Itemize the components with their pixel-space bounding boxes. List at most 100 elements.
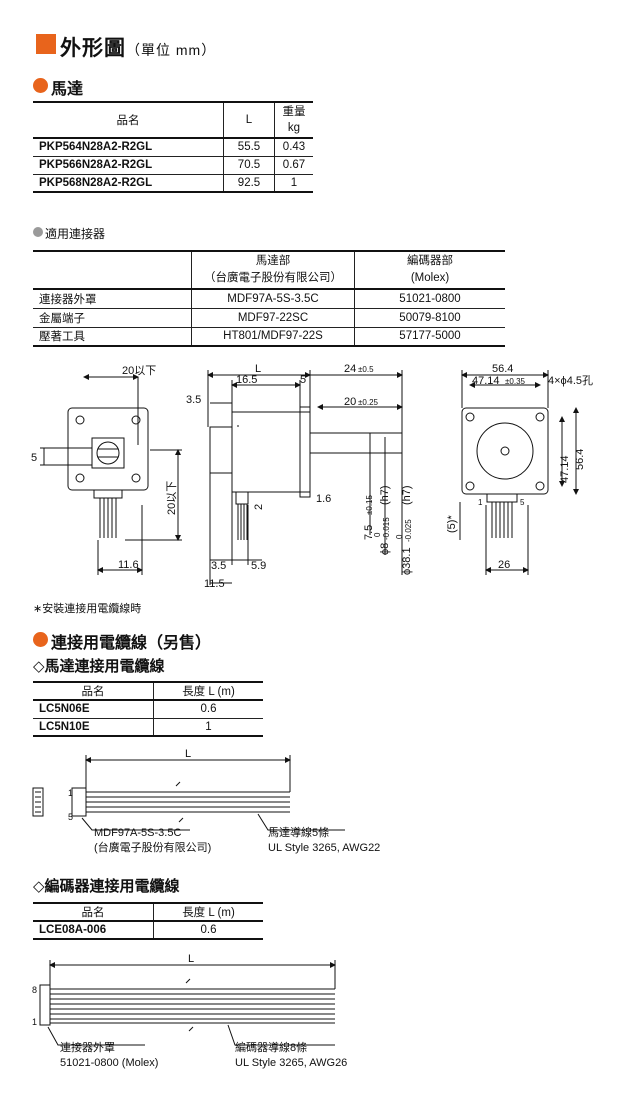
table-row: LCE08A-006 0.6: [33, 921, 263, 940]
side-dim-20-tol: ±0.25: [358, 398, 379, 407]
rear-dim-5: (5)*: [446, 515, 458, 533]
side-dim-16-5: 16.5: [236, 374, 257, 386]
side-dim-2: 2: [253, 504, 265, 510]
table-row: LC5N10E 1: [33, 718, 263, 737]
mc-connector-maker: (台廣電子股份有限公司): [94, 840, 211, 854]
front-view: [40, 374, 182, 575]
rear-dim-26: 26: [498, 559, 510, 571]
motor-cable-heading: ◇馬達連接用電纜線: [33, 658, 165, 675]
table-row: PKP566N28A2-R2GL 70.5 0.67: [33, 156, 313, 175]
side-dim-24-tol: ±0.5: [358, 365, 374, 374]
mc-wire-spec: UL Style 3265, AWG22: [268, 842, 380, 854]
page-title: 外形圖（單位 mm）: [60, 37, 217, 60]
side-dim-7-5: 7.5: [363, 525, 375, 540]
rear-pin-1: 1: [478, 498, 483, 507]
connector-heading: 適用連接器: [45, 227, 106, 241]
cell: 0.43: [274, 138, 313, 157]
cell: PKP564N28A2-R2GL: [33, 138, 224, 157]
cell: LCE08A-006: [33, 921, 154, 940]
front-dim-11-6: 11.6: [118, 559, 139, 571]
connector-bullet-icon: [33, 227, 43, 237]
cell: PKP566N28A2-R2GL: [33, 156, 224, 175]
connector-table: 馬達部（台廣電子股份有限公司） 編碼器部(Molex) 連接器外罩 MDF97A…: [33, 250, 505, 347]
footnote: ∗安裝連接用電纜線時: [33, 603, 142, 615]
side-dim-5-9: 5.9: [251, 560, 266, 572]
side-dim-8: ϕ8: [379, 543, 391, 555]
table-row: 金屬端子 MDF97-22SC 50079-8100: [33, 308, 505, 328]
cell: LC5N06E: [33, 700, 154, 719]
rear-dim-holes: 4×ϕ4.5孔: [548, 374, 593, 387]
encoder-cable-heading: ◇編碼器連接用電纜線: [33, 878, 180, 895]
cell: MDF97-22SC: [191, 308, 355, 328]
cell: HT801/MDF97-22S: [191, 327, 355, 347]
side-dim-8-fit: (h7): [379, 485, 391, 505]
mc-pin-1: 1: [68, 788, 73, 798]
side-dim-38-tol-lo: -0.025: [404, 519, 413, 542]
encoder-cable-table: 品名 長度 L (m) LCE08A-006 0.6: [33, 902, 263, 940]
side-dim-7-5-tol: ±0.15: [365, 494, 374, 515]
cell: 連接器外罩: [33, 289, 192, 309]
cable-heading: 連接用電纜線（另售）: [51, 635, 212, 652]
cell: LC5N10E: [33, 718, 154, 737]
cell: PKP568N28A2-R2GL: [33, 174, 224, 193]
cell: 壓著工具: [33, 327, 192, 347]
motor-col-L: L: [223, 101, 275, 139]
cell: 1: [153, 718, 263, 737]
ec-pin-8: 8: [32, 985, 37, 995]
side-dim-38: ϕ38.1: [401, 547, 413, 575]
dimension-drawing: 20以下 5 20以下 11.6 L 16.5 5 3.5 24 ±0.5 20…: [31, 363, 593, 590]
side-dim-5: 5: [300, 374, 306, 386]
table-row: 連接器外罩 MDF97A-5S-3.5C 51021-0800: [33, 289, 505, 309]
side-dim-1-6: 1.6: [316, 493, 331, 505]
cable-bullet-icon: [33, 632, 48, 647]
side-dim-24: 24: [344, 363, 356, 375]
conn-col-motor: 馬達部（台廣電子股份有限公司）: [191, 250, 355, 290]
cell: 70.5: [223, 156, 275, 175]
ec-wire-label: 編碼器導線8條: [235, 1040, 307, 1054]
side-dim-L: L: [255, 363, 261, 375]
rear-view: [459, 370, 579, 575]
encoder-cable-drawing: L 8 1 連接器外罩 51021-0800 (Molex) 編碼器導線8條 U…: [32, 953, 347, 1069]
front-dim-20v: 20以下: [166, 481, 178, 515]
rear-dim-47-14: 47.14: [472, 375, 500, 387]
ec-dim-L: L: [188, 953, 194, 965]
rear-dim-47-14v: 47.14: [559, 455, 571, 483]
mc-connector-label: MDF97A-5S-3.5C: [94, 827, 181, 839]
cell: 0.67: [274, 156, 313, 175]
cell: 92.5: [223, 174, 275, 193]
cell: 57177-5000: [354, 327, 505, 347]
ec-wire-spec: UL Style 3265, AWG26: [235, 1057, 347, 1069]
cell: 55.5: [223, 138, 275, 157]
motor-col-name: 品名: [33, 101, 224, 139]
mc-wire-label: 馬達導線5條: [268, 825, 329, 839]
motor-heading: 馬達: [51, 81, 84, 98]
ec-col-name: 品名: [33, 902, 154, 922]
side-dim-38-tol-hi: 0: [395, 534, 404, 539]
front-dim-20: 20以下: [122, 365, 156, 377]
ec-pin-1: 1: [32, 1017, 37, 1027]
mc-col-length: 長度 L (m): [153, 681, 263, 701]
conn-col-encoder: 編碼器部(Molex): [354, 250, 505, 290]
side-dim-11-5: 11.5: [204, 578, 225, 590]
ec-connector-label: 連接器外罩: [60, 1040, 115, 1054]
side-dim-20: 20: [344, 396, 356, 408]
side-dim-8-tol-lo: -0.015: [382, 517, 391, 540]
title-square-icon: [36, 34, 56, 54]
side-dim-38-fit: (h7): [401, 485, 413, 505]
table-row: PKP564N28A2-R2GL 55.5 0.43: [33, 138, 313, 157]
side-dim-8-tol-hi: 0: [373, 532, 382, 537]
cell: 51021-0800: [354, 289, 505, 309]
side-dim-3-5: 3.5: [186, 394, 201, 406]
side-view: [207, 370, 403, 585]
table-row: PKP568N28A2-R2GL 92.5 1: [33, 174, 313, 193]
cell: 50079-8100: [354, 308, 505, 328]
rear-dim-56-4v: 56.4: [574, 449, 586, 470]
front-dim-5: 5: [31, 452, 37, 464]
ec-connector-maker: 51021-0800 (Molex): [60, 1057, 158, 1069]
ec-col-length: 長度 L (m): [153, 902, 263, 922]
rear-dim-56-4: 56.4: [492, 363, 513, 375]
motor-cable-drawing: L 1 5 MDF97A-5S-3.5C (台廣電子股份有限公司) 馬達導線5條…: [32, 748, 380, 854]
cell: MDF97A-5S-3.5C: [191, 289, 355, 309]
